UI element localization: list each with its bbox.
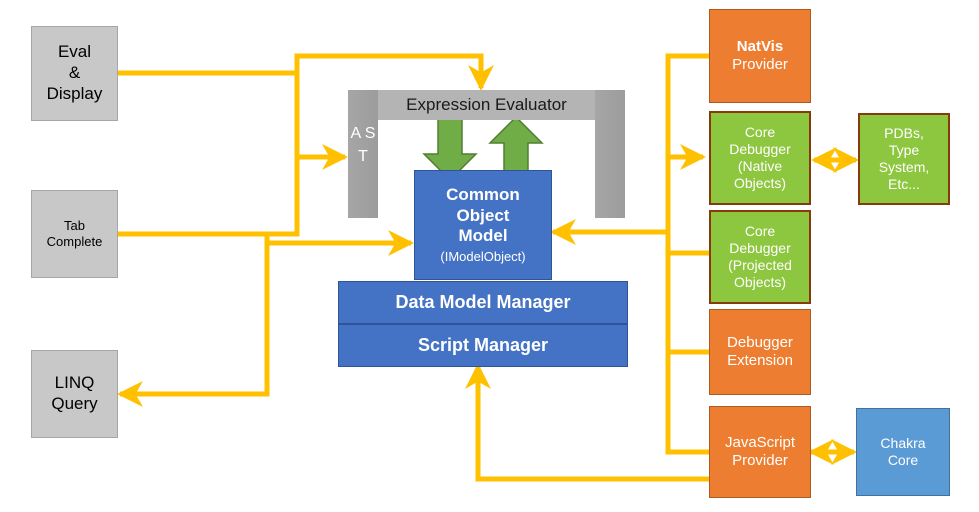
eval-display-line-1: Eval: [57, 42, 92, 62]
ast-line-2: S: [364, 125, 376, 142]
linq-query-line-1: LINQ: [54, 373, 95, 393]
expression-evaluator-right-pillar: [595, 90, 625, 218]
core-debugger-projected-line-3: (Projected: [728, 257, 792, 273]
core-debugger-projected-line-4: Objects): [733, 274, 787, 291]
node-eval-display[interactable]: Eval & Display: [31, 26, 118, 121]
eval-display-line-2: &: [68, 63, 81, 83]
ast-line-3: T: [358, 148, 368, 166]
node-pdbs-type-system[interactable]: PDBs, Type System, Etc...: [858, 113, 950, 205]
node-script-manager[interactable]: Script Manager: [338, 324, 628, 367]
javascript-provider-line-1: JavaScript: [724, 433, 796, 451]
javascript-provider-line-2: Provider: [732, 452, 788, 469]
chakra-core-line-2: Core: [887, 452, 919, 468]
common-object-model-line-2: Object: [456, 205, 510, 225]
debugger-extension-line-1: Debugger: [727, 333, 793, 351]
core-debugger-native-line-4: Objects): [733, 175, 787, 192]
node-natvis-provider[interactable]: NatVis Provider: [709, 9, 811, 103]
pdbs-line-3: System,: [878, 159, 930, 175]
ast-line-1: A: [350, 125, 361, 142]
common-object-model-line-3: Model: [458, 226, 508, 246]
core-debugger-projected-line-1: Core: [744, 222, 776, 239]
expression-evaluator-title-bar[interactable]: Expression Evaluator: [378, 90, 595, 120]
expression-evaluator-title: Expression Evaluator: [406, 95, 567, 114]
node-debugger-extension[interactable]: Debugger Extension: [709, 309, 811, 395]
chakra-core-line-1: Chakra: [880, 434, 926, 451]
wire-tab-complete-into-com: [118, 230, 415, 256]
pdbs-line-4: Etc...: [888, 176, 920, 193]
node-tab-complete[interactable]: Tab Complete: [31, 190, 118, 278]
pdbs-line-2: Type: [888, 141, 920, 158]
wire-trunk-to-ast: [294, 73, 349, 170]
debugger-extension-line-2: Extension: [727, 352, 793, 369]
node-linq-query[interactable]: LINQ Query: [31, 350, 118, 438]
eval-display-line-3: Display: [46, 83, 103, 103]
data-model-manager-label: Data Model Manager: [395, 291, 571, 312]
common-object-model-line-1: Common: [446, 184, 520, 204]
natvis-provider-line-1: NatVis: [736, 37, 784, 55]
node-chakra-core[interactable]: Chakra Core: [856, 408, 950, 496]
node-common-object-model[interactable]: Common Object Model (IModelObject): [414, 170, 552, 280]
wire-right-trunk: [665, 53, 709, 455]
tab-complete-line-1: Tab: [64, 218, 85, 234]
wire-tab-complete-to-com: [118, 157, 300, 237]
node-javascript-provider[interactable]: JavaScript Provider: [709, 406, 811, 498]
script-manager-label: Script Manager: [417, 334, 549, 355]
expression-evaluator-left-pillar: [348, 90, 378, 218]
ast-label: A S T: [348, 122, 378, 168]
core-debugger-native-line-2: Debugger: [729, 140, 791, 157]
natvis-provider-line-2: Provider: [732, 56, 788, 73]
tab-complete-line-2: Complete: [46, 234, 103, 249]
node-core-debugger-native[interactable]: Core Debugger (Native Objects): [709, 111, 811, 205]
node-core-debugger-projected[interactable]: Core Debugger (Projected Objects): [709, 210, 811, 304]
wire-javascript-provider-to-script-manager: [465, 362, 712, 482]
core-debugger-native-line-1: Core: [744, 123, 776, 140]
node-data-model-manager[interactable]: Data Model Manager: [338, 281, 628, 324]
core-debugger-native-line-3: (Native: [737, 158, 783, 174]
core-debugger-projected-line-2: Debugger: [729, 239, 791, 256]
pdbs-line-1: PDBs,: [884, 124, 924, 141]
wire-eval-to-expression-evaluator: [118, 53, 494, 92]
wire-com-to-linq-query: [116, 243, 270, 407]
common-object-model-subtitle: (IModelObject): [440, 249, 526, 265]
linq-query-line-2: Query: [51, 394, 98, 413]
